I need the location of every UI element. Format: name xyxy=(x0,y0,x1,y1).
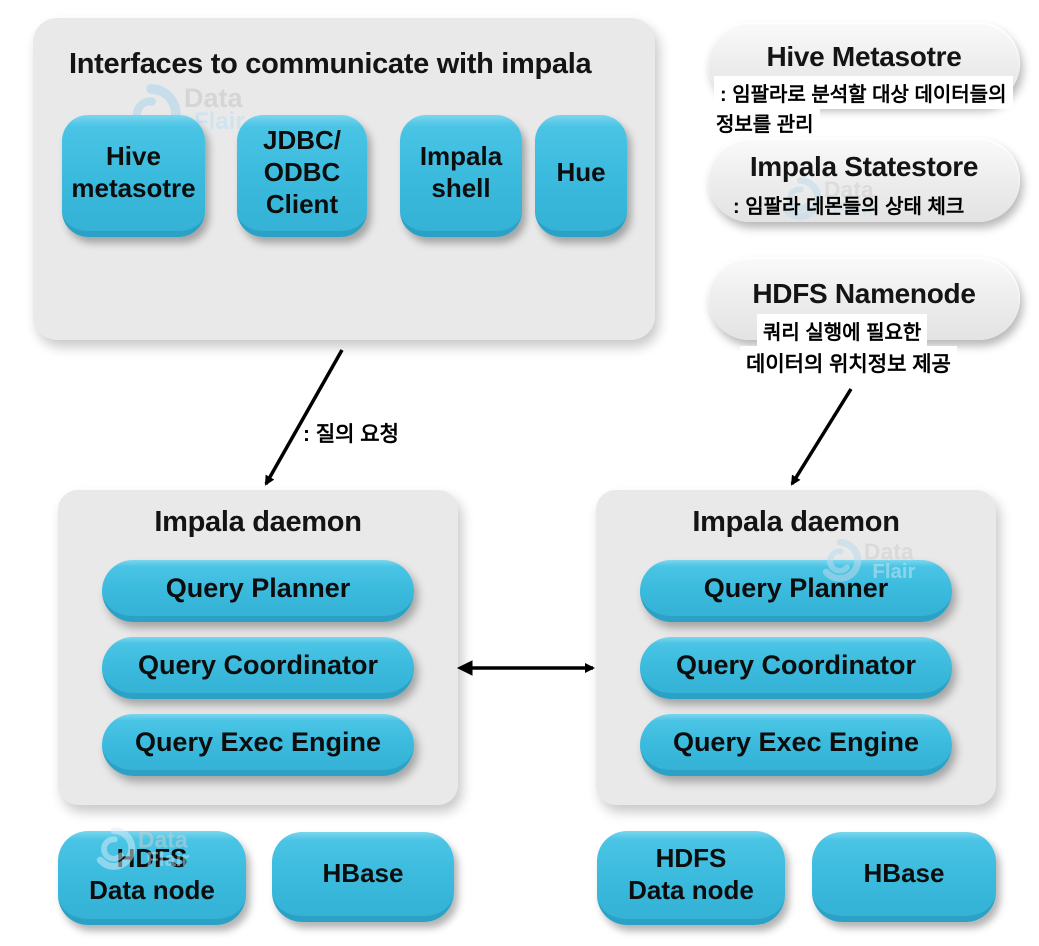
daemon-title: Impala daemon xyxy=(692,506,900,538)
interfaces-title: Interfaces to communicate with impala xyxy=(69,48,592,80)
arrow-query-request xyxy=(264,349,344,486)
storage-label: HDFS xyxy=(116,843,188,874)
client-label: Hue xyxy=(556,157,606,188)
query-coordinator-right: Query Coordinator xyxy=(640,637,952,699)
hive-metastore-annotation-2: 정보를 관리 xyxy=(710,106,820,139)
component-label: Query Coordinator xyxy=(675,649,917,680)
client-impala-shell: Impala shell xyxy=(400,115,522,237)
hive-metastore-annotation-1: : 임팔라로 분석할 대상 데이터들의 xyxy=(714,76,1013,109)
component-label: Query Planner xyxy=(703,572,889,603)
client-label: Client xyxy=(265,188,339,219)
client-hue: Hue xyxy=(535,115,627,237)
impala-daemon-left: Impala daemon Query Planner Query Coordi… xyxy=(58,490,458,805)
service-label: Impala Statestore xyxy=(749,151,979,182)
service-label: Hive Metasotre xyxy=(766,40,962,72)
client-label: Impala xyxy=(419,141,503,172)
storage-label: HDFS xyxy=(655,843,727,874)
query-exec-engine-right: Query Exec Engine xyxy=(640,714,952,776)
storage-label: Data node xyxy=(628,875,754,905)
client-label: shell xyxy=(431,173,491,203)
query-coordinator-left: Query Coordinator xyxy=(102,637,414,699)
namenode-annotation-2: 데이터의 위치정보 제공 xyxy=(740,346,957,380)
storage-label: HBase xyxy=(322,858,404,889)
query-planner-right: Query Planner xyxy=(640,560,952,622)
component-label: Query Planner xyxy=(165,572,351,603)
impala-daemon-right: Impala daemon Query Planner Query Coordi… xyxy=(596,490,996,805)
storage-label: HBase xyxy=(863,858,945,889)
namenode-annotation-1: 쿼리 실행에 필요한 xyxy=(757,314,928,347)
hdfs-datanode-right: HDFS Data node xyxy=(597,831,785,925)
client-label: Hive xyxy=(106,141,161,172)
service-label: HDFS Namenode xyxy=(752,277,976,309)
hbase-left: HBase xyxy=(272,832,454,922)
hdfs-datanode-left: HDFS Data node xyxy=(58,831,246,925)
client-label: JDBC/ xyxy=(262,125,341,156)
service-impala-statestore: Impala Statestore xyxy=(708,138,1020,222)
component-label: Query Exec Engine xyxy=(134,726,382,757)
query-exec-engine-left: Query Exec Engine xyxy=(102,714,414,776)
client-jdbc-odbc: JDBC/ ODBC Client xyxy=(237,115,367,237)
client-hive-metastore: Hive metasotre xyxy=(62,115,205,237)
hbase-right: HBase xyxy=(812,832,996,922)
storage-label: Data node xyxy=(89,875,215,905)
arrowhead-left xyxy=(456,660,476,676)
client-label: metasotre xyxy=(71,173,196,203)
arrow-namenode-to-daemon xyxy=(790,388,853,486)
component-label: Query Coordinator xyxy=(137,649,379,680)
component-label: Query Exec Engine xyxy=(672,726,920,757)
statestore-annotation: : 임팔라 데몬들의 상태 체크 xyxy=(733,196,965,218)
query-planner-left: Query Planner xyxy=(102,560,414,622)
daemon-title: Impala daemon xyxy=(154,506,362,538)
query-request-label: : 질의 요청 xyxy=(303,423,399,446)
client-label: ODBC xyxy=(263,157,341,188)
